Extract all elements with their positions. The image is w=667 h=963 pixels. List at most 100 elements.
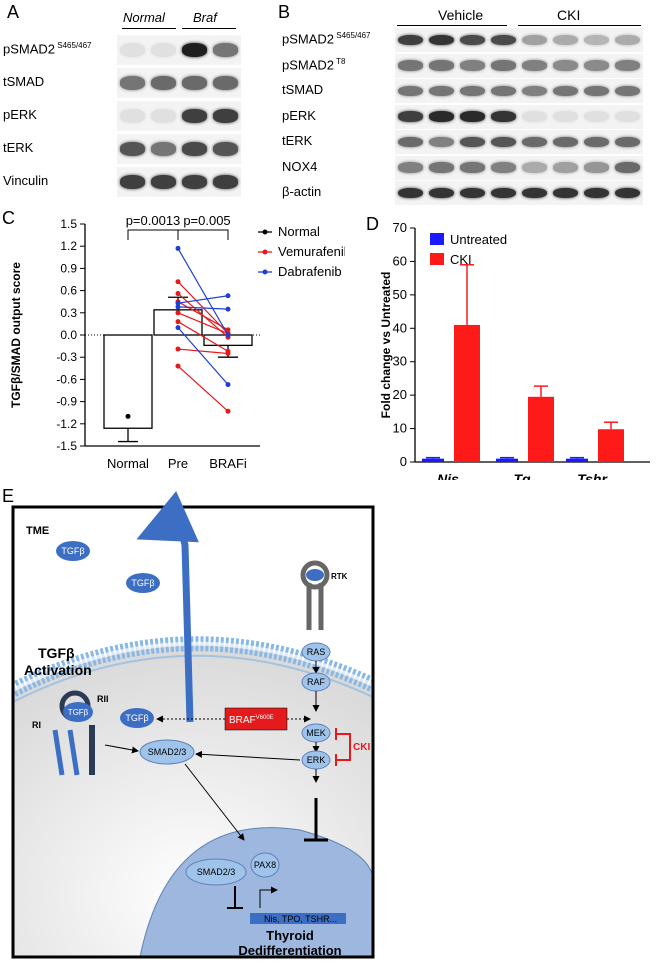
paired-line	[177, 248, 229, 336]
blot-group-label: Vehicle	[438, 7, 484, 23]
svg-text:SMAD2/3: SMAD2/3	[148, 747, 187, 757]
y-tick-label: 60	[393, 253, 407, 268]
blot-band	[120, 43, 145, 57]
paired-line	[177, 295, 229, 304]
panel-c-letter: C	[2, 208, 15, 228]
blot-band	[615, 60, 640, 71]
data-point	[225, 306, 231, 312]
blot-row-label: pSMAD2 S465/467	[282, 31, 371, 46]
legend-swatch	[430, 233, 444, 245]
bar	[454, 324, 480, 462]
blot-band	[615, 85, 640, 97]
data-point	[175, 304, 181, 310]
blot-band	[213, 109, 238, 123]
blot-band	[522, 85, 547, 97]
data-point	[225, 327, 231, 333]
p-value: p=0.005	[183, 213, 230, 228]
y-tick-label: 0	[400, 454, 407, 469]
panel-e-letter: E	[2, 486, 15, 506]
blot-row-name: Vinculin	[3, 173, 49, 188]
bar	[422, 458, 444, 462]
data-point	[175, 325, 181, 331]
blot-group-label: Normal	[123, 10, 165, 25]
blot-band	[584, 162, 609, 173]
smad23-cytoplasm	[139, 739, 195, 765]
y-tick-label: 10	[393, 421, 407, 436]
x-tick-label: Pre	[168, 456, 188, 471]
blot-band	[398, 187, 423, 199]
latent-tgfb-arm	[136, 491, 199, 723]
blot-band	[213, 43, 238, 57]
data-point	[175, 363, 181, 369]
tgfb-ligand	[120, 708, 154, 728]
cki-label: CKI	[353, 742, 370, 753]
x-tick-label: BRAFi	[209, 456, 247, 471]
blot-row-name: tERK	[3, 140, 34, 155]
p-value: p=0.0013	[126, 213, 181, 228]
blot-band	[182, 76, 207, 90]
svg-text:TGFβ: TGFβ	[68, 708, 89, 717]
data-point	[225, 382, 231, 388]
legend-marker	[262, 229, 268, 235]
blot-band	[120, 142, 145, 156]
blot-strip	[117, 101, 241, 131]
blot-strip	[395, 104, 643, 129]
blot-strip	[395, 181, 643, 205]
bar	[598, 429, 624, 462]
blot-band	[182, 43, 207, 57]
legend-marker	[262, 269, 268, 275]
blot-band	[615, 111, 640, 122]
blot-strip	[117, 68, 241, 98]
blot-band	[522, 187, 547, 199]
blot-strip	[117, 35, 241, 65]
blot-band	[182, 175, 207, 189]
blot-band	[615, 162, 640, 173]
y-tick-label: 1.5	[60, 217, 77, 231]
blot-band	[584, 34, 609, 46]
group-underline	[122, 28, 176, 29]
bar	[566, 458, 588, 462]
blot-band	[120, 76, 145, 90]
x-tick-label: Tg	[513, 471, 531, 480]
blot-band	[491, 162, 516, 173]
y-axis-label: Fold change vs Untreated	[379, 272, 393, 419]
blot-band	[615, 136, 640, 148]
data-point	[175, 245, 181, 251]
x-tick-label: Normal	[107, 456, 149, 471]
blot-row-label: tSMAD	[282, 82, 323, 97]
blot-band	[522, 34, 547, 46]
blot-band	[151, 109, 176, 123]
significance-bracket	[178, 229, 229, 240]
blot-row-label: tSMAD	[3, 74, 44, 89]
blot-row-name: pSMAD2	[3, 41, 56, 57]
blot-group-label: CKI	[557, 7, 581, 23]
blot-band	[553, 60, 578, 71]
rii-label: RII	[97, 694, 109, 704]
blot-band	[584, 111, 609, 122]
blot-band	[151, 43, 176, 57]
blot-band	[398, 136, 423, 148]
blot-band	[213, 142, 238, 156]
paired-line	[177, 301, 229, 331]
blot-band	[182, 142, 207, 156]
blot-band	[429, 136, 454, 148]
y-tick-label: 0.0	[60, 328, 77, 342]
legend-label: Untreated	[450, 232, 507, 247]
blot-band	[615, 34, 640, 46]
x-tick-label: Tshr	[577, 471, 608, 480]
blot-row-label: pERK	[3, 107, 37, 122]
svg-text:RAF: RAF	[307, 677, 326, 687]
y-tick-label: -0.3	[56, 350, 77, 364]
blot-row-label: tERK	[3, 140, 33, 155]
blot-band	[553, 34, 578, 46]
significance-bracket	[127, 229, 179, 240]
blot-row-name: tSMAD	[282, 82, 324, 97]
blot-row-label: Vinculin	[3, 173, 48, 188]
data-point	[225, 332, 231, 338]
blot-band	[398, 60, 423, 71]
panel-a-letter: A	[7, 2, 20, 22]
blot-band	[213, 175, 238, 189]
blot-row-name: pERK	[282, 107, 316, 123]
